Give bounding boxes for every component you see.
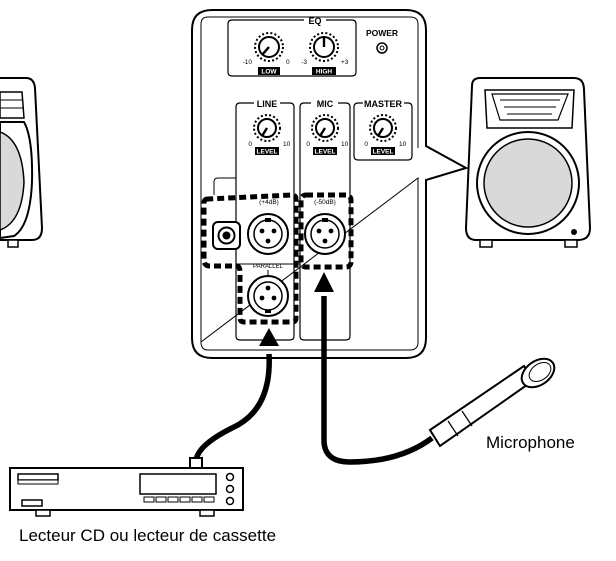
mic-arrow-icon xyxy=(314,272,334,292)
line-jack-input-icon[interactable] xyxy=(212,221,241,250)
line-max: 10 xyxy=(283,141,291,148)
master-min: 0 xyxy=(364,141,368,148)
mic-max: 10 xyxy=(341,141,349,148)
player-label: Lecteur CD ou lecteur de cassette xyxy=(19,526,277,545)
eq-high-min: -3 xyxy=(301,59,307,66)
mic-input-highlight xyxy=(298,192,354,270)
line-parallel-xlr-output-icon[interactable] xyxy=(247,275,289,317)
line-xlr-input-icon[interactable] xyxy=(247,213,289,255)
mic-cable xyxy=(321,296,434,465)
line-name: LEVEL xyxy=(257,149,278,156)
mic-name: LEVEL xyxy=(315,149,336,156)
eq-high-knob[interactable] xyxy=(309,32,339,62)
eq-high-name: HIGH xyxy=(316,69,333,76)
line-gain: (+4dB) xyxy=(259,199,279,206)
master-title: MASTER xyxy=(364,99,403,109)
eq-low-max: 0 xyxy=(286,59,290,66)
power-label: POWER xyxy=(366,28,398,38)
master-section: MASTER 0 10 LEVEL xyxy=(353,99,413,161)
master-level-knob[interactable] xyxy=(369,114,397,142)
eq-low-knob[interactable] xyxy=(254,32,284,62)
mic-xlr-input-icon[interactable] xyxy=(304,213,346,255)
mic-gain: (-50dB) xyxy=(314,199,336,206)
eq-high-max: +3 xyxy=(341,59,349,66)
mic-min: 0 xyxy=(306,141,310,148)
microphone-icon xyxy=(428,357,556,448)
master-max: 10 xyxy=(399,141,407,148)
microphone-label: Microphone xyxy=(486,433,575,452)
mic-title: MIC xyxy=(317,99,334,109)
rear-panel xyxy=(191,9,469,359)
line-min: 0 xyxy=(248,141,252,148)
left-speaker-icon xyxy=(0,77,44,248)
power-indicator-icon xyxy=(376,42,388,54)
cd-cassette-player-icon xyxy=(9,467,244,517)
eq-title: EQ xyxy=(308,16,321,26)
eq-low-name: LOW xyxy=(261,69,277,76)
right-speaker-icon xyxy=(464,77,592,248)
mic-level-knob[interactable] xyxy=(311,114,339,142)
eq-low-min: -10 xyxy=(243,59,253,66)
line-title: LINE xyxy=(257,99,278,109)
master-name: LEVEL xyxy=(373,149,394,156)
line-cable xyxy=(189,353,272,469)
line-parallel-label: PARALLEL xyxy=(253,264,284,270)
eq-section: EQ -10 0 LOW -3 +3 HIGH xyxy=(227,16,357,77)
line-level-knob[interactable] xyxy=(253,114,281,142)
line-input-highlight xyxy=(201,192,299,325)
line-arrow-icon xyxy=(259,328,279,346)
